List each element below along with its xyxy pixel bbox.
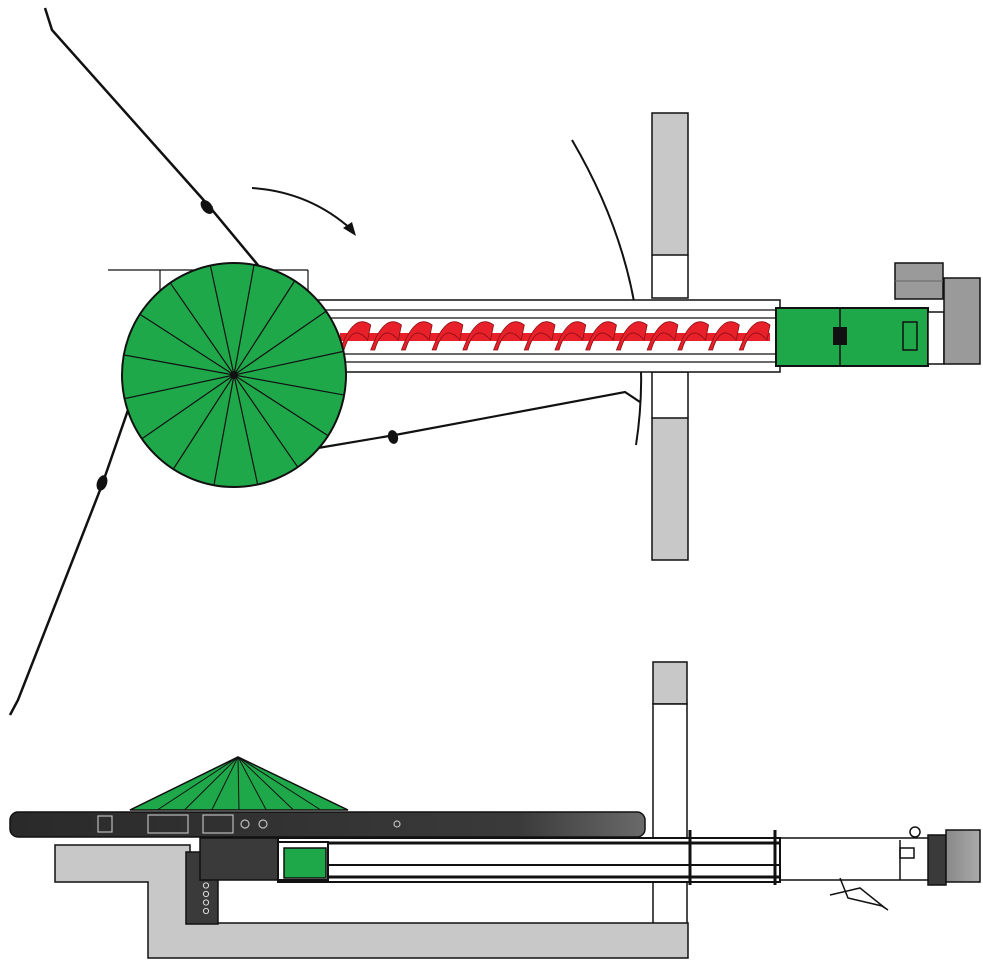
arm-clamp <box>200 200 214 214</box>
auger-flight <box>339 321 372 351</box>
cone-rib <box>156 756 239 811</box>
pit-hole <box>202 890 210 898</box>
top-view <box>8 7 981 716</box>
floor-sector-line <box>139 313 235 376</box>
auger-flight <box>615 321 648 351</box>
gearbox <box>199 837 279 881</box>
cone-rib <box>237 756 267 811</box>
auger-shaft <box>340 333 770 341</box>
discharge-structure <box>779 826 930 911</box>
auger-flight <box>431 321 464 351</box>
grain-cone <box>129 756 349 811</box>
floor-center-hub <box>230 371 238 379</box>
cone-ribs <box>129 756 349 811</box>
auger-flight <box>585 321 617 351</box>
swing-radius-arc <box>571 139 643 446</box>
floor-sector-line <box>124 374 235 400</box>
wall-upper <box>651 112 689 256</box>
auger-flight <box>677 321 710 351</box>
auger-flight <box>646 321 679 351</box>
floor-sector-line <box>233 374 329 437</box>
auger-flight <box>462 321 495 351</box>
wall-column <box>652 703 688 925</box>
sweep-arm-lower <box>8 409 130 716</box>
floor-sector-line <box>233 374 345 396</box>
floor-sector-line <box>233 280 296 376</box>
floor-sector-line <box>209 265 235 376</box>
auger-flight <box>738 321 771 351</box>
floor-sector-line <box>169 282 235 376</box>
auger-flight <box>707 321 740 351</box>
auger-tube <box>317 299 781 373</box>
arm-clamp <box>96 475 108 491</box>
floor-sector-lines <box>123 264 345 486</box>
sweep-bar-fittings <box>97 814 401 834</box>
auger-flight <box>370 321 402 351</box>
drive-unit <box>775 262 981 367</box>
auger-flight <box>523 321 556 351</box>
sweep-arm-upper <box>43 7 263 271</box>
pit-hole <box>202 882 210 889</box>
cone-rib <box>211 756 239 811</box>
cone-rib <box>237 756 294 811</box>
side-view <box>9 661 981 959</box>
auger-tube-side <box>277 830 781 885</box>
floor-sector-line <box>233 310 327 376</box>
cone-rib <box>184 756 239 811</box>
cone-rib <box>237 756 349 811</box>
floor-sector-line <box>233 374 299 468</box>
floor-sector-line <box>172 374 235 470</box>
auger-flight <box>554 321 587 351</box>
auger-flight <box>400 321 433 351</box>
side-drive-motor <box>927 829 981 886</box>
strut-clamp <box>387 430 399 444</box>
cone-rib <box>237 756 322 811</box>
silo-floor <box>121 262 347 488</box>
floor-sector-line <box>233 264 255 376</box>
cone-rib <box>237 756 240 811</box>
support-strut <box>317 390 641 450</box>
wall-column-cap <box>652 661 688 705</box>
rotation-arrow <box>251 187 356 236</box>
pit-hole <box>202 899 210 906</box>
floor-sector-line <box>233 374 259 485</box>
auger-flighting <box>339 321 771 351</box>
pit-hole <box>202 907 210 915</box>
floor-sector-line <box>233 350 344 376</box>
wall-lower <box>651 417 689 561</box>
cone-rib <box>129 756 239 811</box>
inlet-hopper <box>277 841 329 881</box>
auger-flight <box>492 321 525 351</box>
floor-sector-line <box>141 374 235 440</box>
floor-sector-line <box>123 354 235 376</box>
floor-sector-line <box>213 374 235 486</box>
